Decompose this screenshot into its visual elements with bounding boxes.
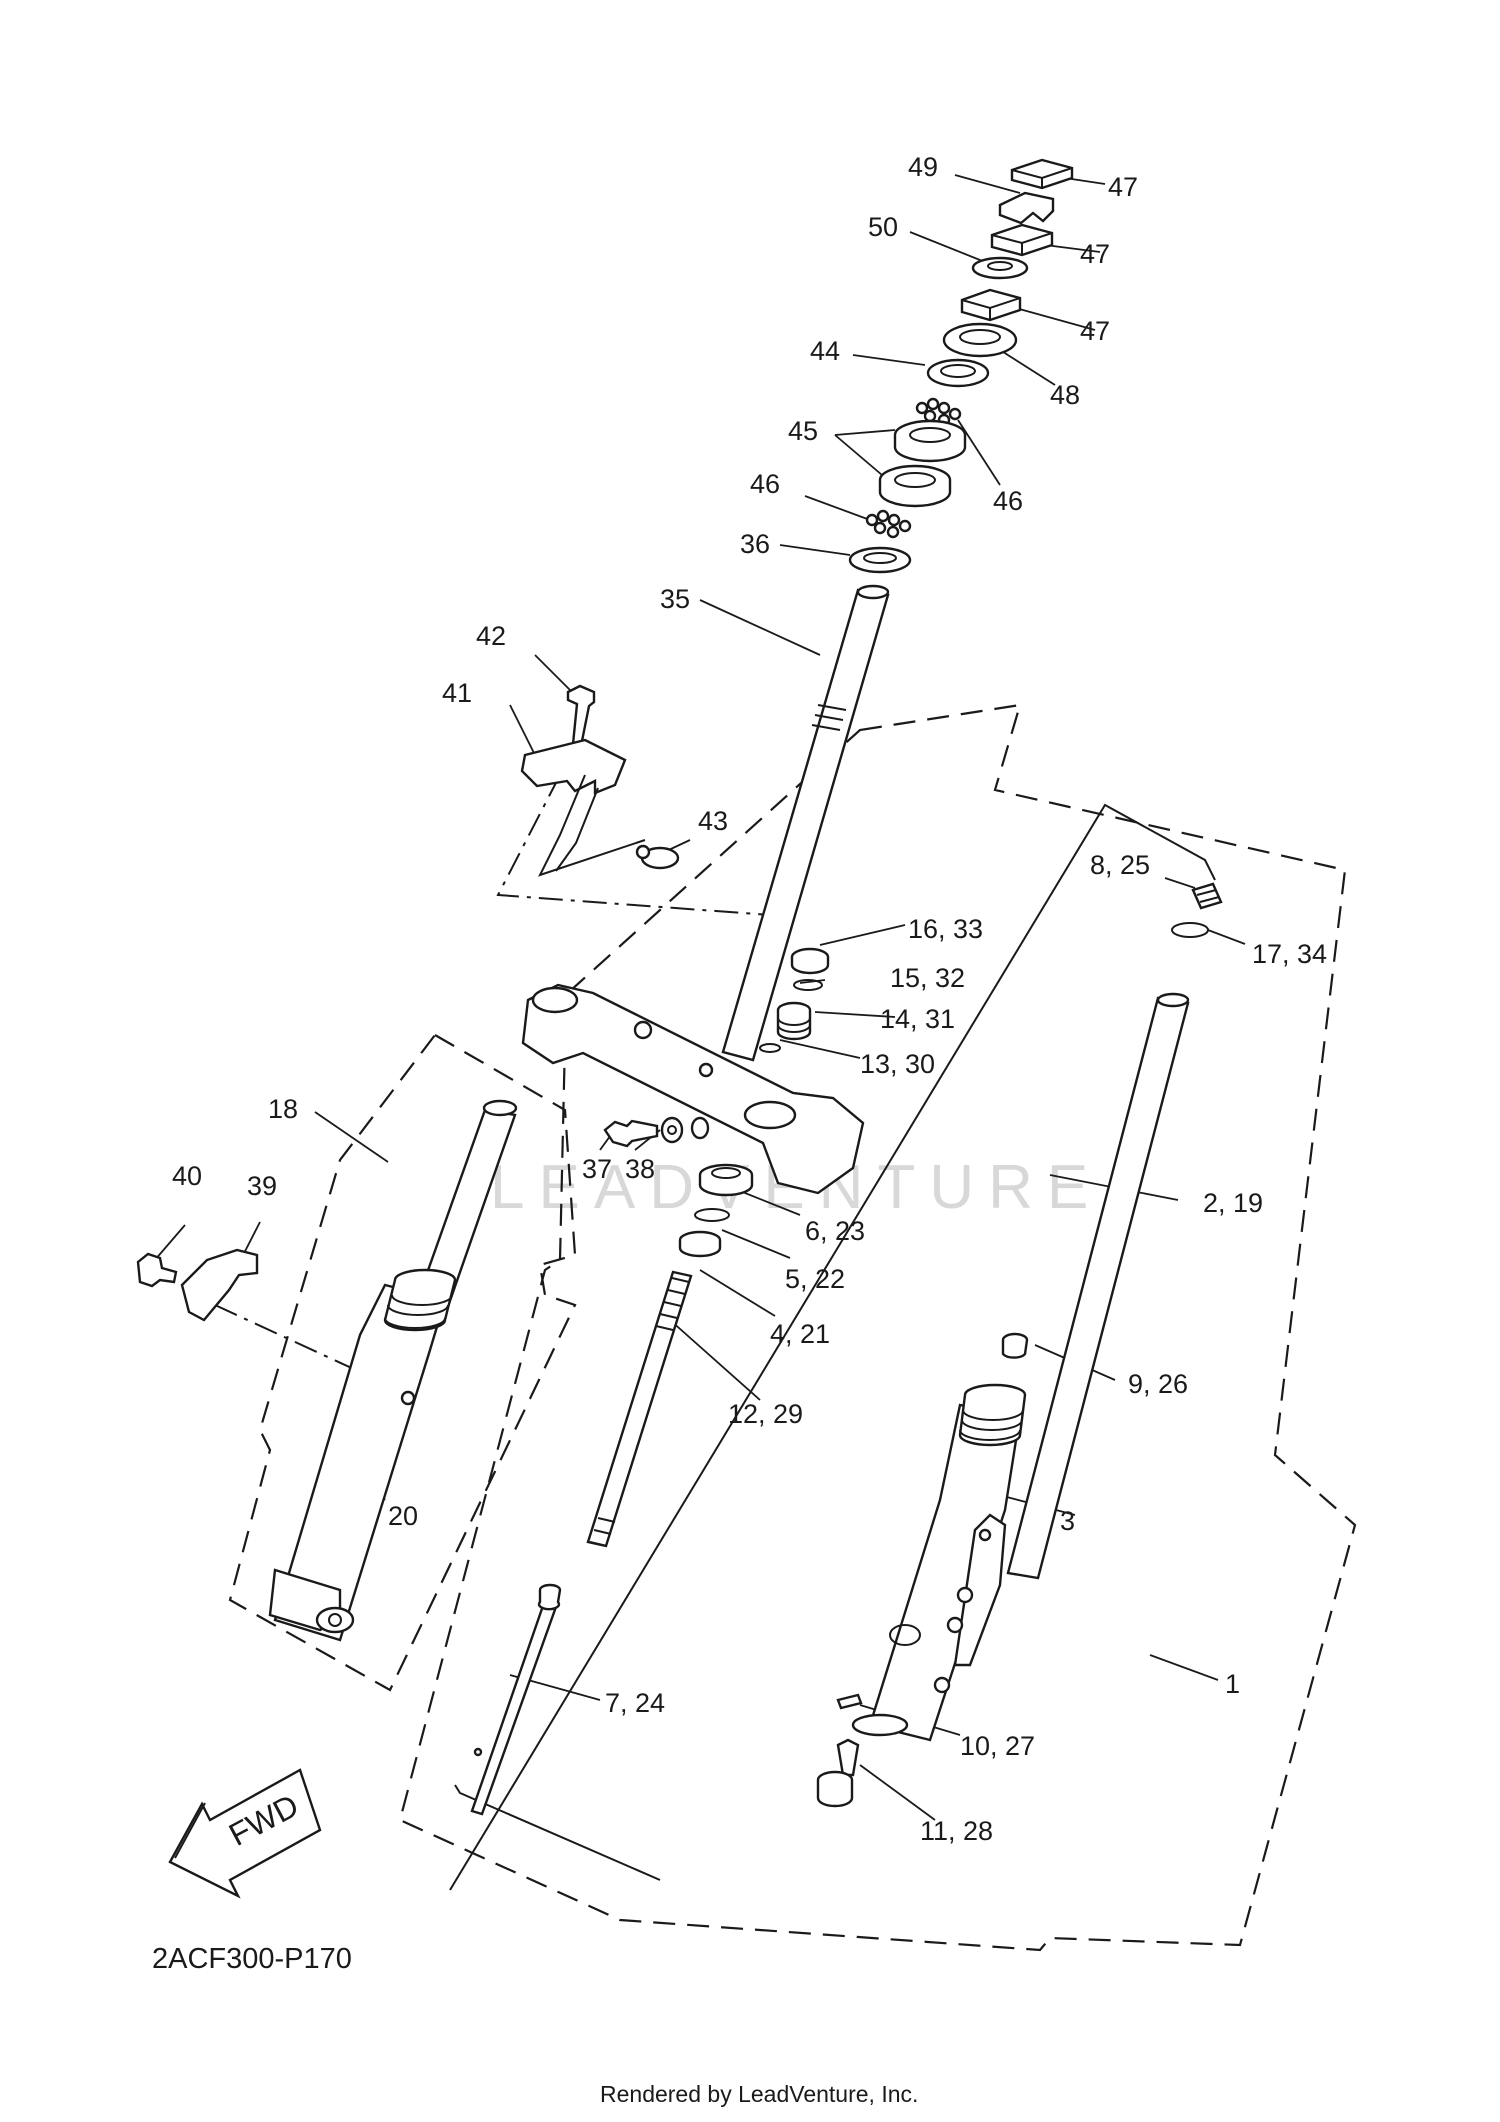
callout-label: 20 <box>388 1501 418 1531</box>
assembly-1-outline <box>398 703 1357 1952</box>
callout-label: 41 <box>442 678 472 708</box>
left-fork-leg <box>268 1099 518 1642</box>
connector-bottom <box>454 1784 661 1881</box>
callout-label: 2, 19 <box>1203 1188 1263 1218</box>
brake-hose-bracket <box>520 684 680 877</box>
cable-clamp <box>136 1248 259 1322</box>
steering-stem <box>721 584 890 1062</box>
fwd-arrow: FWD <box>168 1768 322 1899</box>
callout-label: 18 <box>268 1094 298 1124</box>
callout-label: 8, 25 <box>1090 850 1150 880</box>
centerline-bracket <box>496 774 771 916</box>
callout-label: 1 <box>1225 1669 1240 1699</box>
callout-label: 5, 22 <box>785 1264 845 1294</box>
callout-label: 4, 21 <box>770 1319 830 1349</box>
center-fork-internals <box>470 1163 754 1816</box>
diagram-code: 2ACF300-P170 <box>152 1943 352 1975</box>
callout-label: 48 <box>1050 380 1080 410</box>
callout-label: 3 <box>1060 1506 1075 1536</box>
callout-label: 36 <box>740 529 770 559</box>
right-fork-internals <box>759 882 1223 1808</box>
callout-labels: 49 47 50 47 47 44 48 45 46 46 36 35 42 4… <box>172 152 1327 1846</box>
connector-fork-tube-right <box>449 803 1216 1891</box>
pinch-bolt-washer <box>603 1116 710 1148</box>
callout-label: 6, 23 <box>805 1216 865 1246</box>
callout-label: 50 <box>868 212 898 242</box>
callout-label: 40 <box>172 1161 202 1191</box>
callout-label: 47 <box>1080 239 1110 269</box>
callout-label: 11, 28 <box>920 1816 993 1846</box>
callout-label: 46 <box>993 486 1023 516</box>
callout-label: 45 <box>788 416 818 446</box>
callout-label: 16, 33 <box>908 914 983 944</box>
callout-label: 46 <box>750 469 780 499</box>
assembly-18-outline <box>228 1033 577 1692</box>
steering-head-stack <box>848 158 1074 574</box>
callout-label: 35 <box>660 584 690 614</box>
callout-label: 39 <box>247 1171 277 1201</box>
callout-label: 47 <box>1080 316 1110 346</box>
callout-label: 14, 31 <box>880 1004 955 1034</box>
callout-label: 7, 24 <box>605 1688 665 1718</box>
callout-label: 44 <box>810 336 840 366</box>
callout-label: 9, 26 <box>1128 1369 1188 1399</box>
callout-label: 43 <box>698 806 728 836</box>
callout-label: 10, 27 <box>960 1731 1035 1761</box>
callout-label: 38 <box>625 1154 655 1184</box>
callout-label: 37 <box>582 1154 612 1184</box>
callout-label: 15, 32 <box>890 963 965 993</box>
callout-label: 49 <box>908 152 938 182</box>
render-credit: Rendered by LeadVenture, Inc. <box>600 2081 918 2107</box>
callout-label: 47 <box>1108 172 1138 202</box>
callout-label: 13, 30 <box>860 1049 935 1079</box>
callout-label: 42 <box>476 621 506 651</box>
under-bracket <box>521 983 865 1195</box>
callout-label: 17, 34 <box>1252 939 1327 969</box>
callout-label: 12, 29 <box>728 1399 803 1429</box>
